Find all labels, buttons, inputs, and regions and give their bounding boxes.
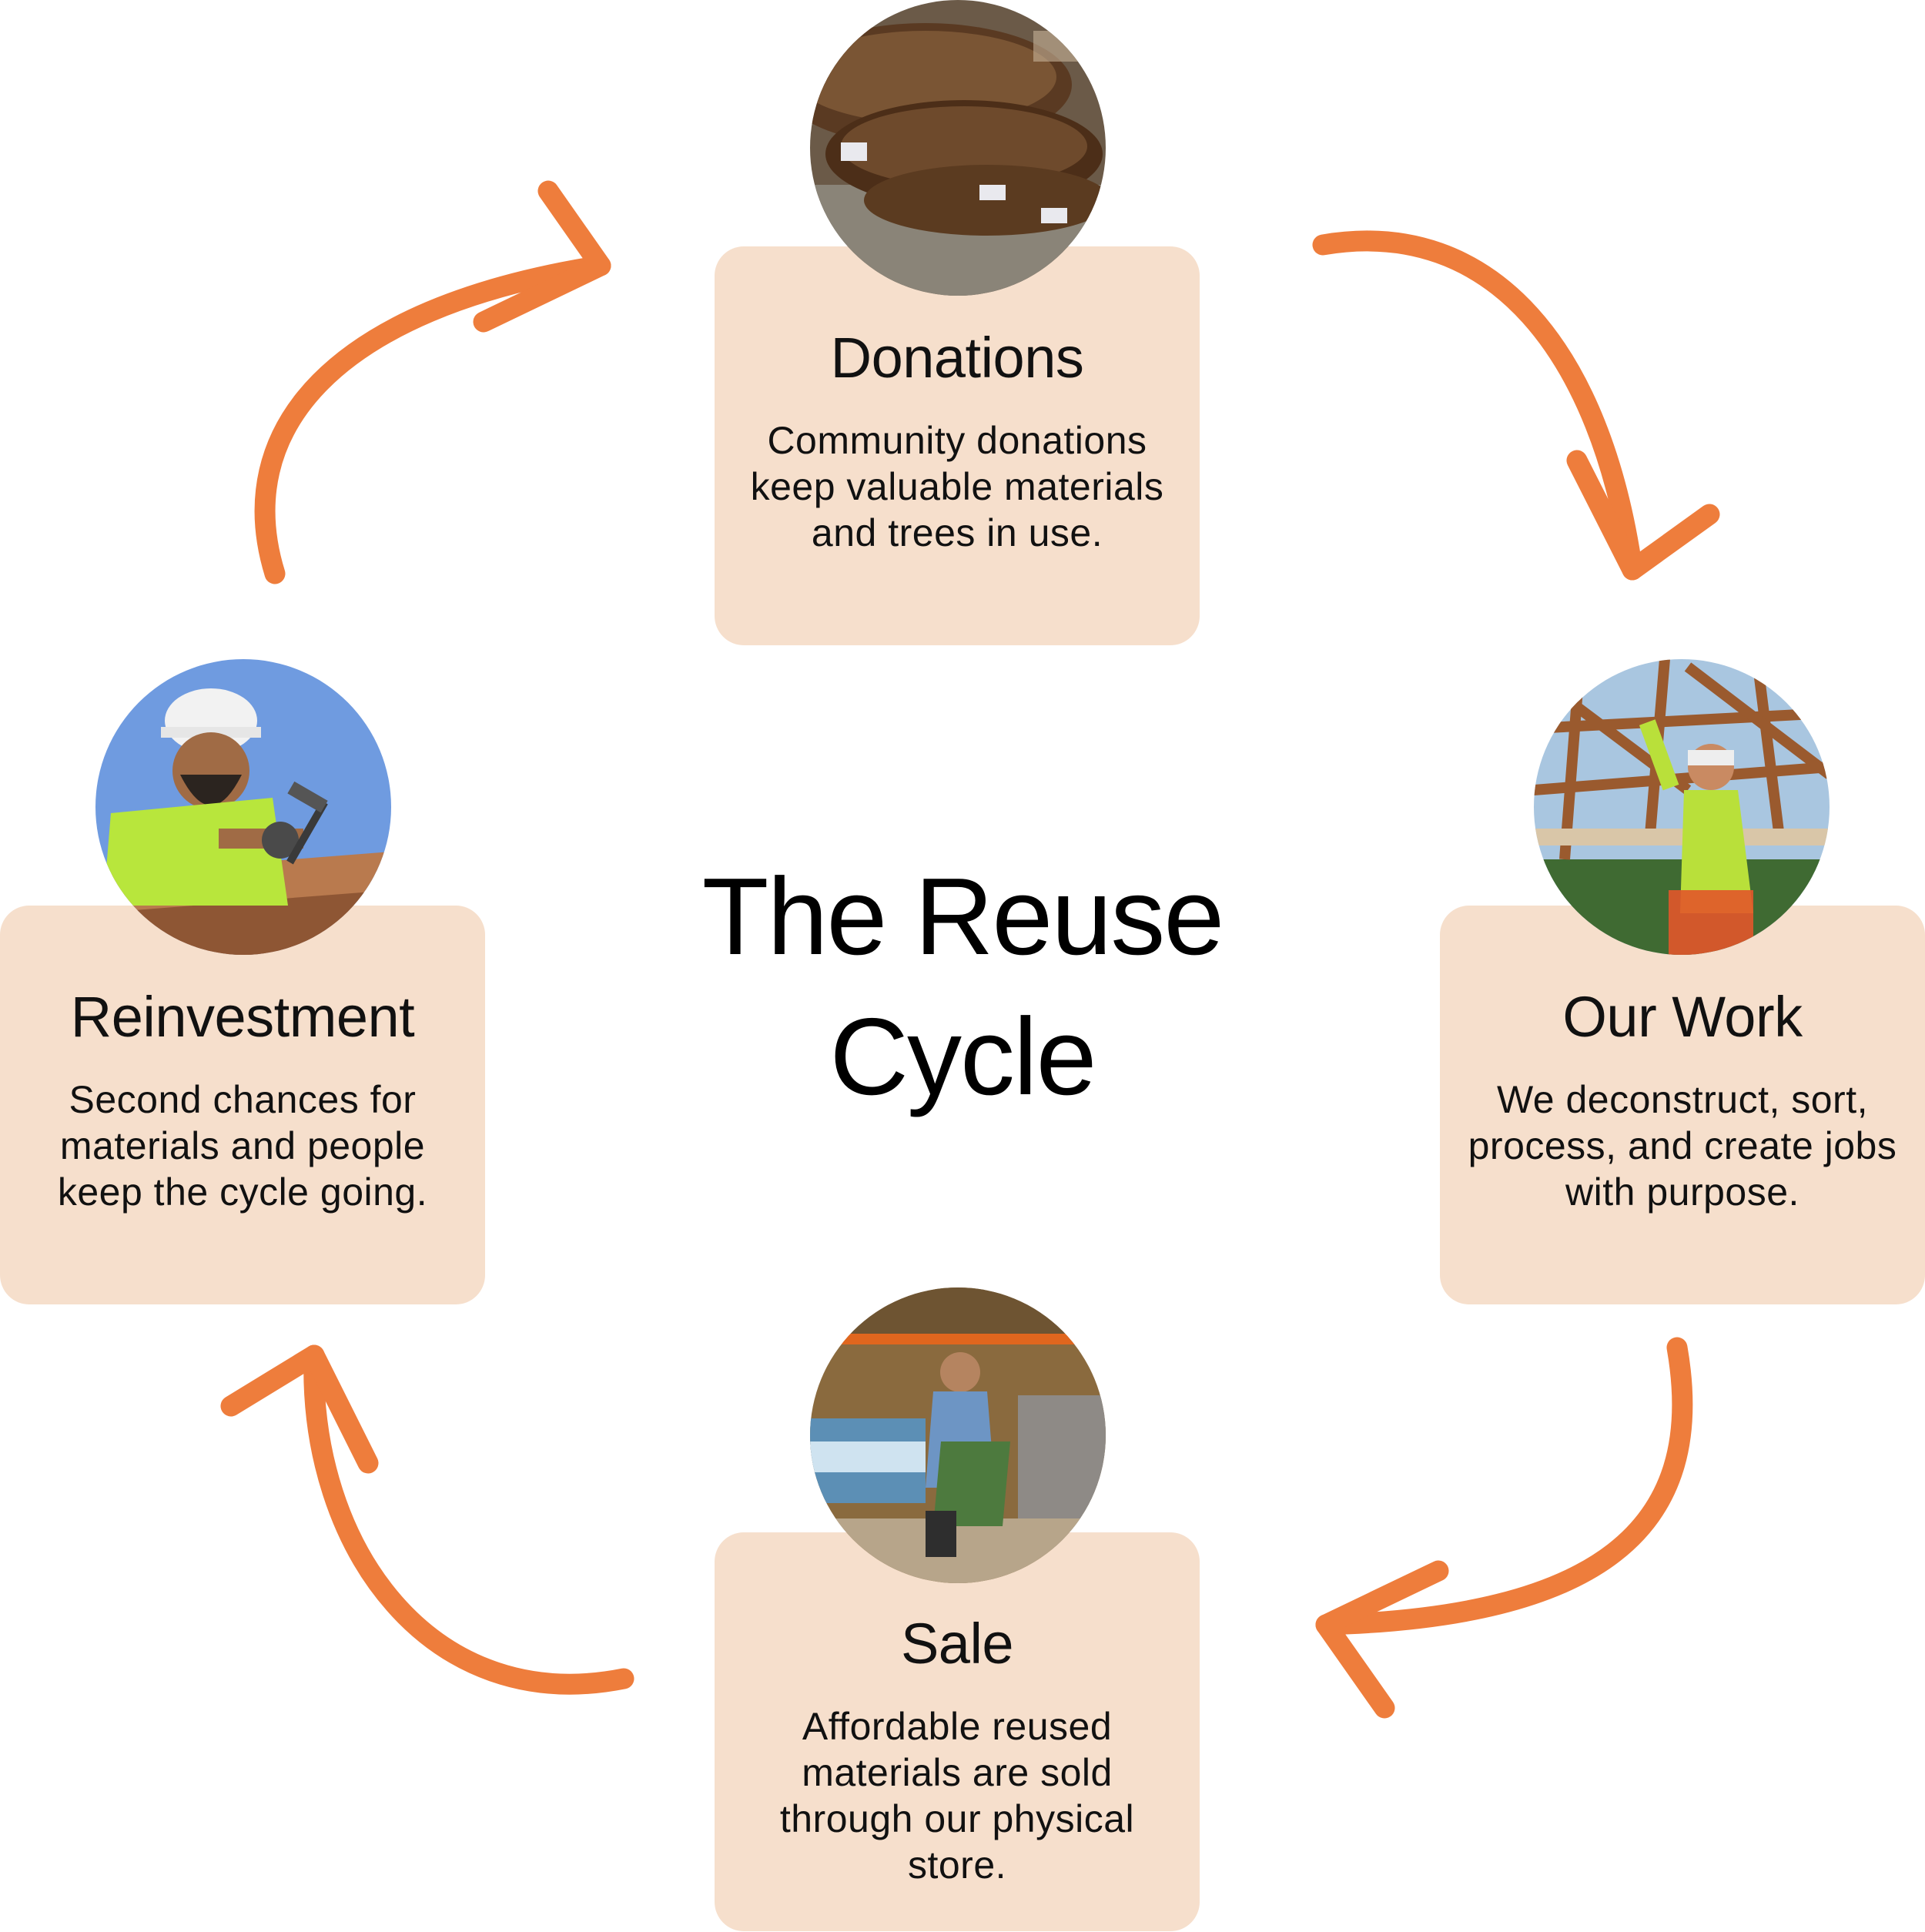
arrow-ourwork-to-sale	[1315, 1337, 1693, 1719]
stage-card-donations: Donations Community donations keep valua…	[715, 246, 1200, 645]
stage-description: Community donations keep valuable materi…	[750, 419, 1164, 554]
diagram-title-line: The Reuse	[701, 856, 1225, 978]
arrow-sale-to-reinvestment	[220, 1344, 634, 1695]
stage-card-our-work: Our Work We deconstruct, sort, process, …	[1440, 906, 1925, 1304]
stage-card-sale: Sale Affordable reused materials are sol…	[715, 1532, 1200, 1931]
worker-on-ladder-photo	[1534, 659, 1830, 955]
stage-title: Reinvestment	[70, 985, 415, 1049]
arrow-donations-to-ourwork	[1312, 230, 1720, 581]
diagram-title-line: Cycle	[829, 996, 1096, 1118]
shopper-in-store-photo	[810, 1287, 1106, 1583]
arrow-reinvestment-to-donations	[254, 180, 611, 584]
stage-description: Second chances for materials and people …	[57, 1078, 428, 1214]
stage-title: Sale	[900, 1612, 1014, 1676]
stage-title: Donations	[830, 326, 1084, 390]
stage-title: Our Work	[1562, 985, 1803, 1049]
stage-card-reinvestment: Reinvestment Second chances for material…	[0, 906, 485, 1304]
worker-with-hammer-photo	[95, 659, 391, 955]
wood-slabs-photo	[810, 0, 1106, 296]
stage-description: Affordable reused materials are sold thr…	[779, 1705, 1135, 1887]
stage-description: We deconstruct, sort, process, and creat…	[1468, 1078, 1897, 1214]
